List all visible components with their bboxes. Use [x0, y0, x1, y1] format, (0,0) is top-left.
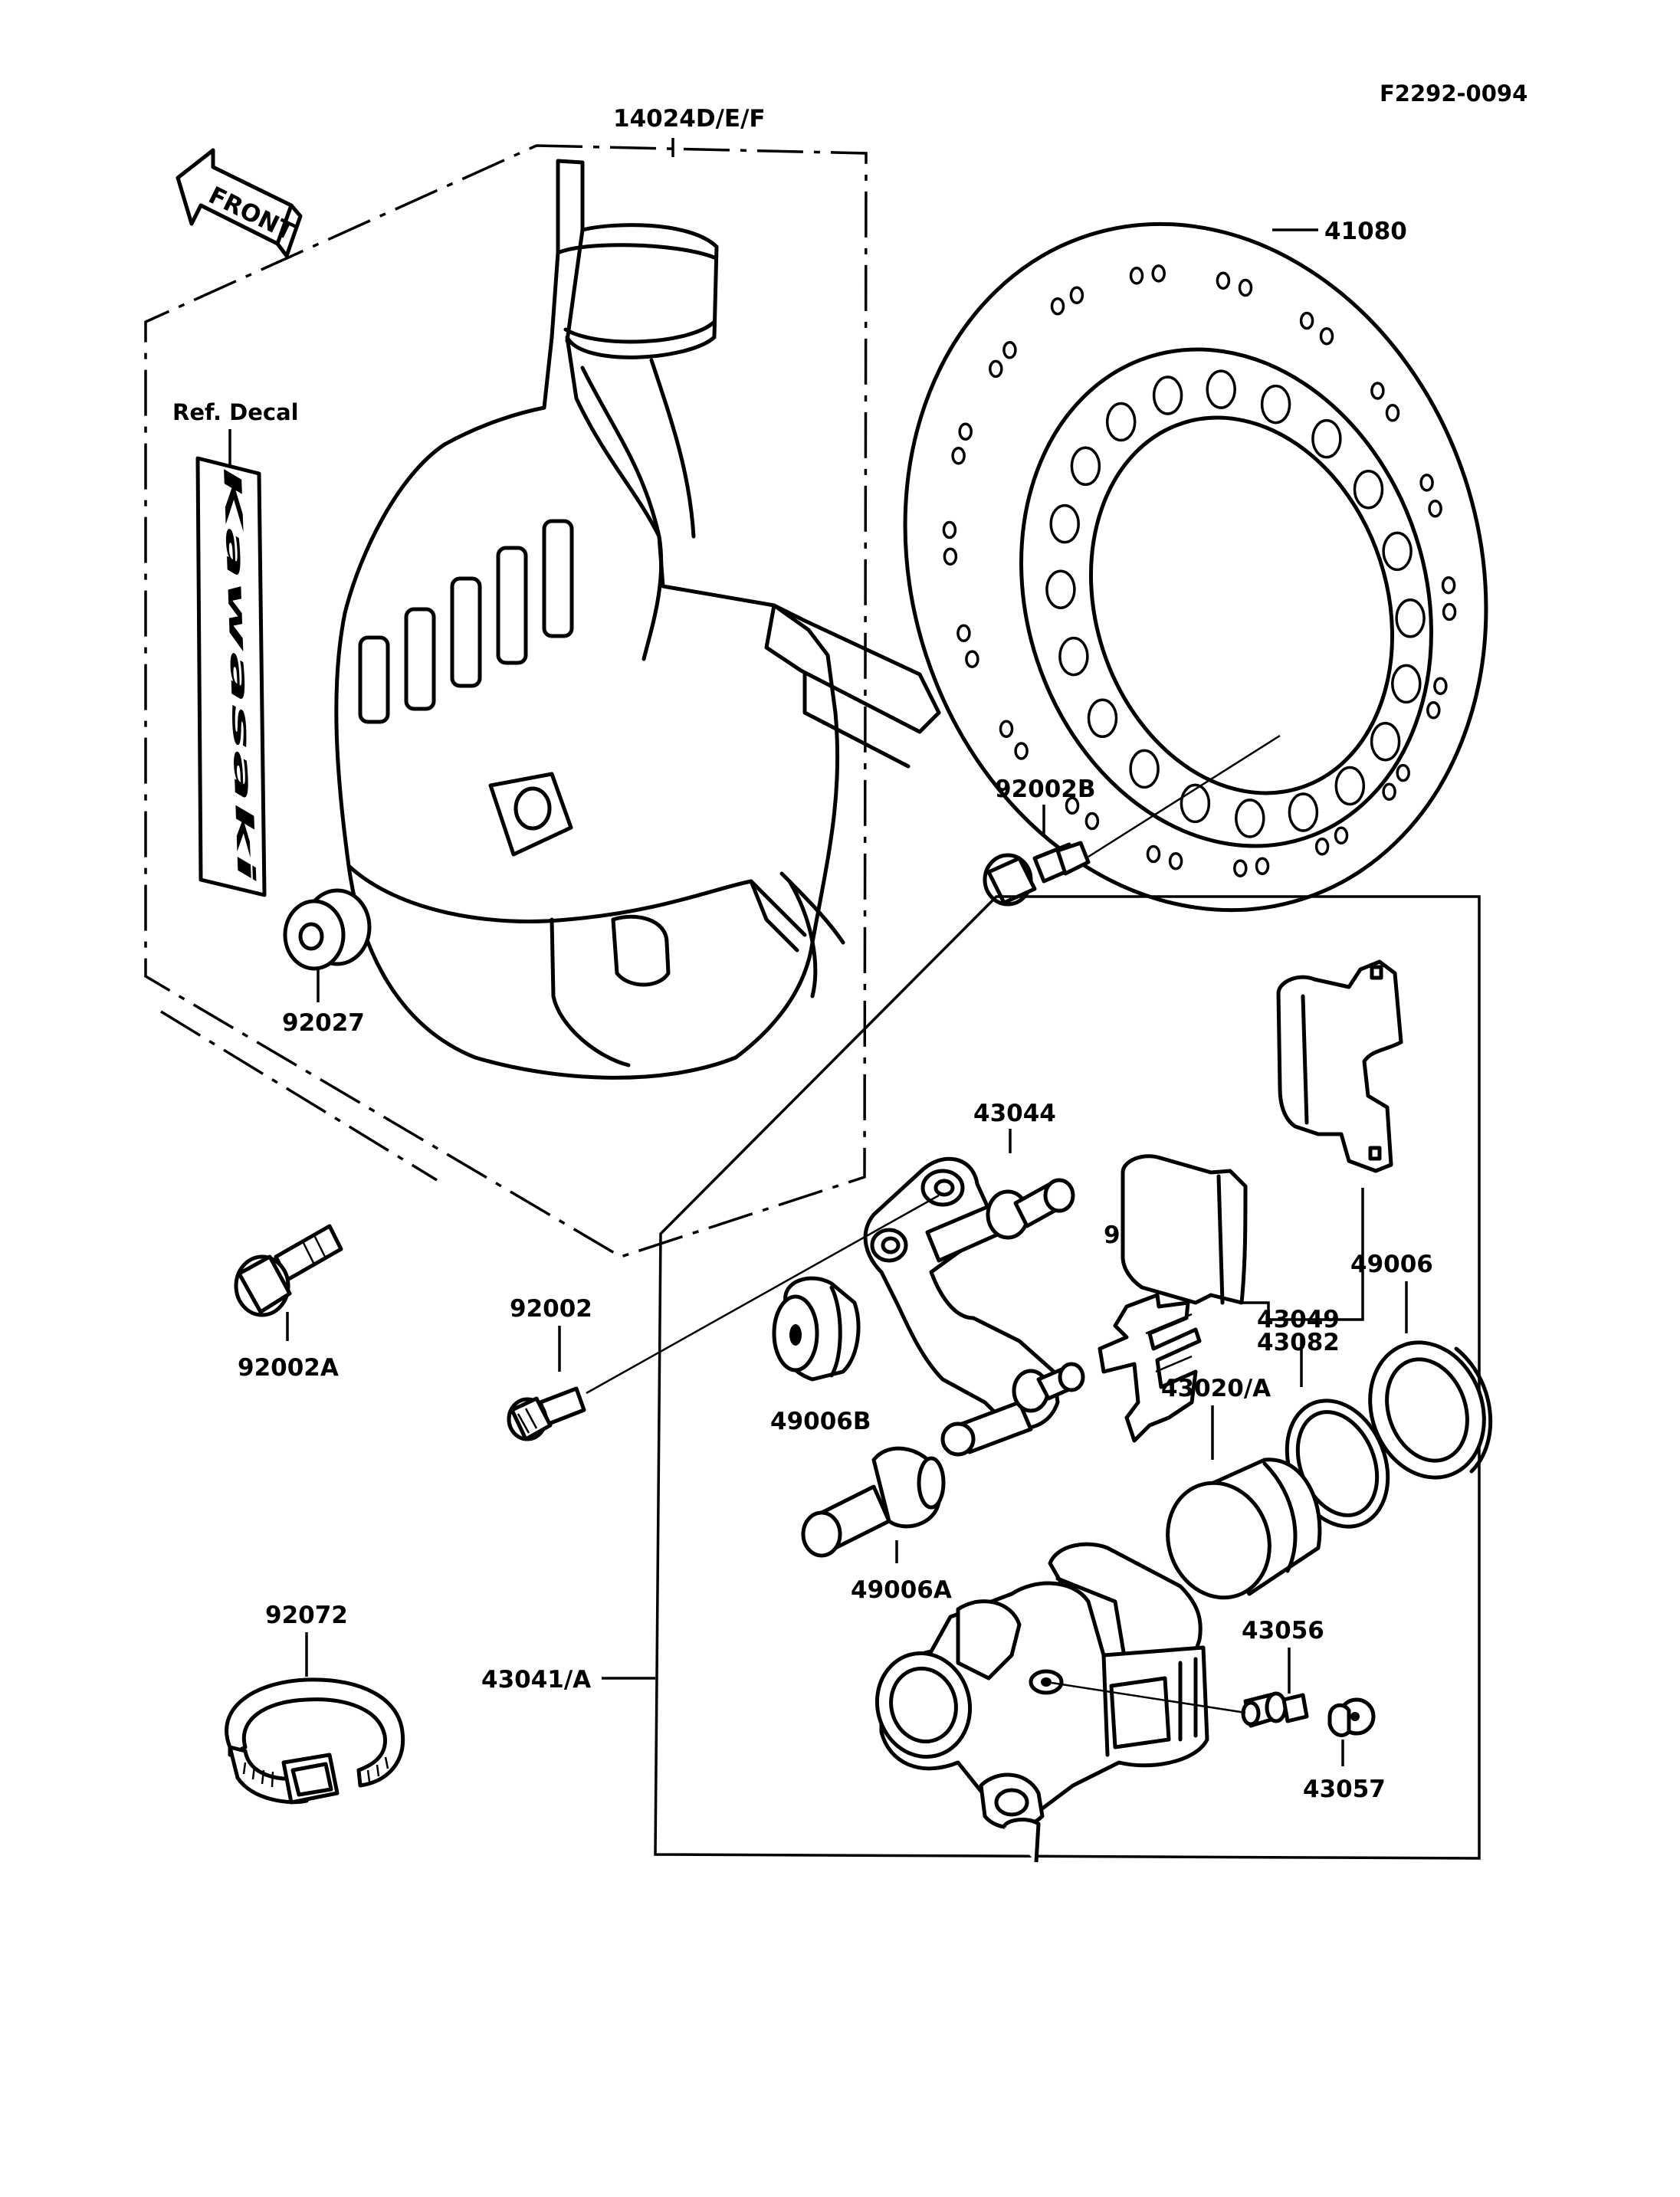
- disc-outer-hole: [1441, 575, 1456, 595]
- disc-outer-hole: [1426, 701, 1441, 720]
- disc-outer-hole: [1168, 851, 1183, 871]
- disc-inner-hole: [1395, 598, 1426, 638]
- disc-inner-hole: [1049, 503, 1080, 544]
- callout-caliper-bolt: 92002: [510, 1295, 592, 1323]
- disc-outer-hole: [1151, 264, 1166, 283]
- disc-outer-hole: [956, 624, 971, 643]
- disc-outer-hole: [989, 359, 1003, 379]
- disc-inner-hole: [1180, 783, 1211, 824]
- disc-outer-hole: [1065, 796, 1080, 815]
- disc-inner-hole: [1353, 469, 1384, 510]
- callout-caliper: 43041/A: [481, 1666, 591, 1694]
- callout-cap: 43057: [1303, 1776, 1386, 1803]
- decal-ref-label: Ref. Decal: [172, 399, 299, 425]
- disc-inner-hole: [1152, 375, 1183, 415]
- disc-inner-hole: [1391, 664, 1422, 704]
- disc-outer-hole: [1396, 763, 1410, 782]
- disc-outer-hole: [1050, 297, 1065, 316]
- boot-49006b: [772, 1276, 861, 1382]
- disc-outer-hole: [1002, 341, 1017, 359]
- disc-bolt: [983, 841, 1091, 907]
- callout-disc-bolt: 92002B: [995, 776, 1095, 803]
- disc-outer-hole: [1419, 474, 1434, 492]
- disc-outer-hole: [958, 422, 973, 441]
- dust-seal: [1368, 1340, 1493, 1480]
- disc-inner-hole: [1260, 384, 1291, 425]
- disc-outer-hole: [1319, 326, 1334, 346]
- callout-piston: 43020/A: [1161, 1375, 1271, 1402]
- disc-outer-hole: [1238, 278, 1253, 297]
- disc-outer-hole: [1370, 382, 1385, 400]
- disc-outer-hole: [1014, 742, 1029, 760]
- callout-bracket: 43044: [973, 1100, 1056, 1127]
- disc-outer-hole: [951, 447, 966, 465]
- disc-outer-hole: [965, 650, 979, 668]
- disc-outer-hole: [1084, 812, 1100, 831]
- callout-disc: 41080: [1324, 218, 1407, 245]
- callout-boot-b: 49006B: [770, 1408, 871, 1435]
- disc-inner-hole: [1382, 531, 1413, 572]
- boot-49006a: [801, 1446, 946, 1558]
- disc-outer-hole: [1233, 859, 1248, 877]
- disc-outer-hole: [1216, 271, 1231, 290]
- disc-inner-hole: [1206, 369, 1236, 409]
- disc-outer-hole: [1129, 267, 1144, 285]
- callout-boot-a: 49006A: [851, 1576, 952, 1604]
- callout-fender: 14024D/E/F: [613, 105, 766, 133]
- disc-inner-hole: [1129, 749, 1160, 789]
- disc-inner-hole: [1058, 636, 1089, 677]
- callout-dust-seal: 49006: [1350, 1251, 1433, 1278]
- fender-group-frame: [144, 144, 868, 1258]
- disc-outer-hole: [1382, 782, 1396, 801]
- grommet: [283, 888, 372, 971]
- disc-inner-hole: [1235, 798, 1265, 838]
- disc-outer-hole: [1146, 844, 1161, 864]
- brake-disc: [903, 221, 1488, 913]
- piston: [1166, 1458, 1322, 1600]
- disc-inner-hole: [1070, 446, 1101, 487]
- bleeder-valve: [1241, 1691, 1309, 1728]
- disc-outer-hole: [1255, 857, 1270, 875]
- caliper-body: [874, 1542, 1209, 1863]
- disc-outer-hole: [942, 520, 957, 539]
- brake-pad-outer: [1276, 959, 1403, 1173]
- disc-outer-hole: [943, 547, 958, 566]
- disc-outer-hole: [1442, 602, 1457, 621]
- disc-inner-hole: [1311, 418, 1342, 459]
- callout-bleeder: 43056: [1242, 1617, 1324, 1644]
- disc-outer-hole: [1299, 311, 1314, 330]
- kawasaki-decal: Kawasaki: [195, 456, 267, 897]
- disc-outer-hole: [1334, 826, 1349, 845]
- front-arrow-icon: FRONT: [176, 148, 303, 258]
- hose-band: [225, 1677, 405, 1805]
- callout-pads: 43082: [1257, 1329, 1340, 1356]
- callout-bolt-a: 92002A: [238, 1354, 339, 1382]
- front-fender: [334, 159, 941, 1080]
- disc-outer-hole: [1433, 677, 1448, 695]
- disc-outer-hole: [1069, 286, 1084, 304]
- disc-inner-hole: [1370, 721, 1401, 762]
- callout-piston-seal: 43049: [1257, 1306, 1340, 1333]
- diagram-code: F2292-0094: [1380, 80, 1527, 107]
- caliper-bracket: [863, 1156, 1085, 1457]
- disc-inner-hole: [1045, 569, 1076, 609]
- disc-inner-hole: [1087, 698, 1118, 739]
- callout-band: 92072: [265, 1602, 348, 1629]
- disc-outer-hole: [999, 720, 1014, 738]
- disc-outer-hole: [1385, 404, 1400, 422]
- bleeder-cap: [1327, 1697, 1376, 1737]
- bolt-92002a: [234, 1224, 343, 1317]
- disc-inner-hole: [1105, 402, 1137, 442]
- disc-inner-hole: [1334, 766, 1366, 806]
- callout-grommet: 92027: [282, 1009, 365, 1037]
- brake-pad-inner: [1121, 1154, 1248, 1305]
- disc-inner-hole: [1288, 792, 1319, 832]
- pad-spring: [1098, 1293, 1202, 1443]
- caliper-bolt: [507, 1386, 586, 1441]
- disc-outer-hole: [1314, 838, 1330, 856]
- disc-outer-hole: [1428, 499, 1442, 518]
